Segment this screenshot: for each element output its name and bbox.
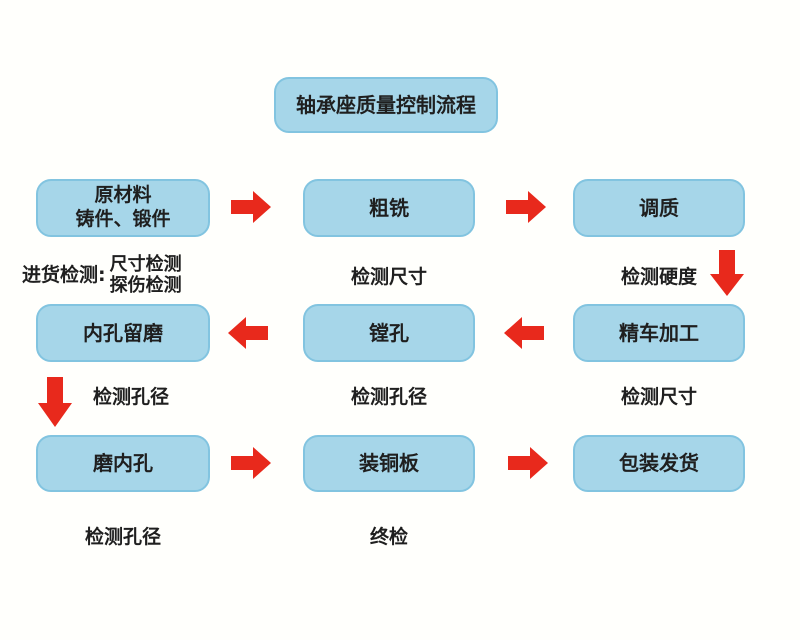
node-pack-ship-label: 包装发货 — [619, 451, 699, 475]
title-box: 轴承座质量控制流程 — [274, 77, 498, 133]
caption-final-inspection: 终检 — [369, 526, 408, 548]
incoming-inspection-item1: 尺寸检测 — [109, 253, 182, 275]
caption-check-size-rough-milling: 检测尺寸 — [350, 266, 427, 288]
node-rough-milling: 粗铣 — [303, 179, 475, 237]
arrow-left-icon — [504, 317, 544, 349]
node-quench-temper: 调质 — [573, 179, 745, 237]
node-fine-turning: 精车加工 — [573, 304, 745, 362]
node-quench-temper-label: 调质 — [639, 195, 679, 220]
caption-check-bore-grind: 检测孔径 — [84, 526, 161, 548]
caption-check-bore-allowance: 检测孔径 — [92, 386, 169, 408]
node-boring-label: 镗孔 — [369, 320, 409, 345]
node-raw-material-line2: 铸件、锻件 — [75, 208, 171, 230]
arrow-right-icon — [231, 447, 271, 479]
arrow-down-icon — [38, 377, 72, 427]
node-bore-grind-allowance-label: 内孔留磨 — [83, 320, 163, 345]
node-fit-copper-plate: 装铜板 — [303, 435, 475, 492]
arrow-right-icon — [508, 447, 548, 479]
incoming-inspection-items: 尺寸检测 探伤检测 — [110, 254, 182, 296]
node-fit-copper-plate-label: 装铜板 — [359, 451, 419, 475]
node-pack-ship: 包装发货 — [573, 435, 745, 492]
caption-incoming-inspection: 进货检测: 尺寸检测 探伤检测 — [22, 252, 182, 298]
arrow-down-icon — [710, 250, 744, 296]
node-grind-inner-hole: 磨内孔 — [36, 435, 210, 492]
arrow-right-icon — [231, 191, 271, 223]
node-boring: 镗孔 — [303, 304, 475, 362]
node-bore-grind-allowance: 内孔留磨 — [36, 304, 210, 362]
caption-check-hardness: 检测硬度 — [620, 266, 697, 288]
node-raw-material: 原材料 铸件、锻件 — [36, 179, 210, 237]
node-raw-material-line1: 原材料 — [94, 184, 152, 207]
caption-check-bore-boring: 检测孔径 — [350, 386, 427, 408]
arrow-right-icon — [506, 191, 546, 223]
caption-check-size-fine-turning: 检测尺寸 — [620, 386, 697, 408]
node-rough-milling-label: 粗铣 — [369, 195, 409, 220]
incoming-inspection-item2: 探伤检测 — [109, 275, 182, 296]
incoming-inspection-label: 进货检测: — [22, 263, 106, 286]
node-fine-turning-label: 精车加工 — [619, 320, 699, 345]
page-title: 轴承座质量控制流程 — [296, 92, 476, 117]
arrow-left-icon — [228, 317, 268, 349]
node-grind-inner-hole-label: 磨内孔 — [93, 451, 153, 475]
